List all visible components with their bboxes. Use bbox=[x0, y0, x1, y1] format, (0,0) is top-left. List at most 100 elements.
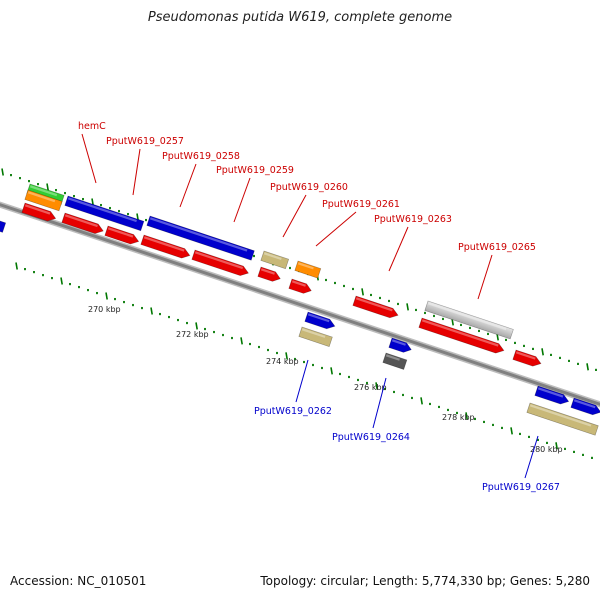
gene-label-top: PputW619_0263 bbox=[374, 214, 452, 225]
gene-label-leader bbox=[282, 194, 307, 238]
upper-scale-major-tick bbox=[406, 303, 409, 311]
gene-label-top: PputW619_0260 bbox=[270, 182, 348, 193]
lower-scale-minor-tick bbox=[384, 387, 386, 391]
lower-scale-minor-tick bbox=[168, 315, 170, 319]
lower-scale-minor-tick bbox=[573, 450, 575, 454]
feature-cds-7[interactable] bbox=[288, 278, 313, 295]
gene-label-leader bbox=[315, 211, 357, 247]
lower-scale-minor-tick bbox=[87, 288, 89, 292]
feature-cds-0263[interactable] bbox=[352, 295, 400, 320]
feature-gene-0258-0259[interactable] bbox=[146, 215, 255, 261]
feature-tan-0260[interactable] bbox=[260, 250, 290, 270]
lower-scale-minor-tick bbox=[546, 441, 548, 445]
upper-scale-minor-tick bbox=[469, 326, 471, 330]
feature-gene-0258-0259-shape bbox=[146, 215, 255, 261]
feature-orange-1[interactable] bbox=[24, 189, 63, 212]
feature-tan-0262[interactable] bbox=[298, 326, 333, 347]
upper-scale-minor-tick bbox=[379, 296, 381, 300]
feature-cds-3[interactable] bbox=[104, 225, 140, 246]
feature-gene-hemc-0257[interactable] bbox=[64, 195, 145, 232]
lower-scale-minor-tick bbox=[69, 282, 71, 286]
lower-scale-minor-tick bbox=[24, 267, 26, 271]
backbone-line bbox=[0, 203, 600, 406]
feature-orange-1-highlight bbox=[27, 191, 56, 203]
lower-scale-minor-tick bbox=[159, 312, 161, 316]
feature-cds-4[interactable] bbox=[140, 234, 192, 260]
feature-cds-4-shape bbox=[140, 234, 191, 259]
lower-scale-minor-tick bbox=[582, 453, 584, 457]
gene-label-leader bbox=[524, 435, 539, 479]
feature-cds-4-highlight bbox=[143, 236, 185, 252]
feature-cds-1[interactable] bbox=[21, 202, 57, 223]
feature-gene-0267[interactable] bbox=[534, 385, 570, 406]
upper-scale-minor-tick bbox=[10, 173, 12, 177]
feature-cds-0265[interactable] bbox=[418, 317, 506, 355]
feature-gray-0264[interactable] bbox=[382, 352, 408, 370]
lower-scale-major-tick bbox=[105, 292, 108, 300]
gene-label-top: PputW619_0259 bbox=[216, 165, 294, 176]
feature-cds-7-highlight bbox=[291, 280, 306, 287]
feature-gene-right-edge-shape bbox=[570, 397, 600, 416]
upper-scale-minor-tick bbox=[343, 284, 345, 288]
upper-scale-minor-tick bbox=[64, 191, 66, 195]
feature-cds-6[interactable] bbox=[257, 266, 282, 283]
lower-scale-major-tick bbox=[555, 442, 558, 450]
lower-scale-minor-tick bbox=[474, 417, 476, 421]
lower-scale-major-tick bbox=[465, 412, 468, 420]
scale-label: 274 kbp bbox=[266, 357, 299, 366]
accession-text: Accession: NC_010501 bbox=[10, 574, 147, 588]
upper-scale-minor-tick bbox=[370, 293, 372, 297]
feature-orange-0261[interactable] bbox=[294, 260, 322, 279]
feature-gene-0262[interactable] bbox=[304, 311, 337, 331]
upper-scale-minor-tick bbox=[28, 179, 30, 183]
feature-gene-left-edge[interactable] bbox=[0, 220, 7, 233]
feature-gene-right-edge[interactable] bbox=[570, 397, 600, 417]
feature-gray-0264-shape bbox=[382, 352, 408, 370]
feature-gene-hemc-0257-highlight bbox=[67, 197, 137, 223]
feature-cds-right-1[interactable] bbox=[512, 349, 543, 368]
upper-scale-minor-tick bbox=[514, 341, 516, 345]
upper-scale-minor-tick bbox=[388, 299, 390, 303]
feature-cds-5[interactable] bbox=[191, 249, 250, 278]
feature-cds-2[interactable] bbox=[61, 212, 105, 236]
lower-scale-minor-tick bbox=[348, 375, 350, 379]
lower-scale-minor-tick bbox=[267, 348, 269, 352]
map-title: Pseudomonas putida W619, complete genome bbox=[147, 10, 453, 25]
gene-label-top: hemC bbox=[78, 121, 106, 132]
upper-scale-minor-tick bbox=[100, 203, 102, 207]
lower-scale-minor-tick bbox=[366, 381, 368, 385]
feature-cds-2-shape bbox=[61, 212, 104, 234]
feature-tan-0262-highlight bbox=[301, 328, 326, 338]
lower-scale-minor-tick bbox=[222, 333, 224, 337]
lower-scale-minor-tick bbox=[123, 300, 125, 304]
feature-gene-0262-highlight bbox=[307, 313, 330, 323]
lower-scale-minor-tick bbox=[339, 372, 341, 376]
feature-tan-0267-shape bbox=[526, 402, 599, 436]
lower-scale-major-tick bbox=[60, 277, 63, 285]
lower-scale-minor-tick bbox=[357, 378, 359, 382]
lower-scale-minor-tick bbox=[591, 456, 593, 460]
upper-scale-minor-tick bbox=[145, 218, 147, 222]
gene-label-top: PputW619_0265 bbox=[458, 242, 536, 253]
feature-gene-0264-highlight bbox=[391, 339, 406, 346]
feature-cds-right-1-shape bbox=[512, 349, 542, 367]
upper-scale-major-tick bbox=[586, 363, 589, 371]
feature-cds-0263-highlight bbox=[355, 297, 393, 312]
feature-gene-0264[interactable] bbox=[388, 337, 413, 354]
feature-tan-0267[interactable] bbox=[526, 402, 599, 436]
lower-scale-minor-tick bbox=[393, 390, 395, 394]
feature-cds-right-1-highlight bbox=[515, 351, 536, 360]
upper-scale-minor-tick bbox=[37, 182, 39, 186]
lower-scale-major-tick bbox=[195, 322, 198, 330]
lower-scale-minor-tick bbox=[258, 345, 260, 349]
feature-pseudogene-0265[interactable] bbox=[424, 300, 514, 340]
upper-scale-minor-tick bbox=[460, 323, 462, 327]
feature-pseudogene-0265-shape bbox=[424, 300, 514, 340]
lower-scale-minor-tick bbox=[51, 276, 53, 280]
upper-scale-minor-tick bbox=[334, 281, 336, 285]
feature-gene-right-edge-highlight bbox=[573, 399, 596, 409]
upper-scale-minor-tick bbox=[253, 254, 255, 258]
lower-scale-major-tick bbox=[420, 397, 423, 405]
lower-scale-minor-tick bbox=[501, 426, 503, 430]
